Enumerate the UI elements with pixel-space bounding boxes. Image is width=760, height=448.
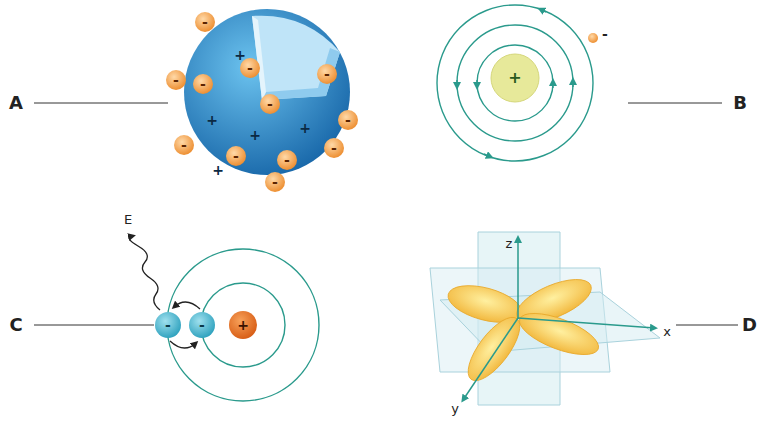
axis-label: y [451, 402, 459, 415]
charge-sign: - [602, 27, 608, 41]
charge-sign: - [181, 138, 187, 152]
charge-sign: - [267, 97, 273, 111]
charge-sign: + [237, 318, 249, 332]
charge-sign: - [202, 15, 208, 29]
orbital-model [430, 232, 660, 405]
charge-sign: - [199, 318, 205, 332]
part-letter: A [9, 94, 23, 112]
charge-sign: + [249, 128, 261, 142]
part-letter: D [742, 316, 757, 334]
charge-sign: + [299, 121, 311, 135]
charge-sign: + [508, 70, 521, 86]
axis-label: x [663, 325, 671, 338]
charge-sign: + [206, 113, 218, 127]
bohr-model [129, 236, 319, 401]
charge-sign: - [200, 77, 206, 91]
charge-sign: - [165, 318, 171, 332]
charge-sign: + [234, 48, 246, 62]
charge-sign: - [247, 61, 253, 75]
thomson-model [166, 9, 358, 192]
photon-energy-label: E [124, 213, 132, 226]
part-letter: C [9, 316, 22, 334]
part-letter: B [733, 94, 747, 112]
charge-sign: - [324, 67, 330, 81]
charge-sign: - [345, 113, 351, 127]
axis-label: z [506, 237, 513, 250]
rutherford-model [437, 5, 598, 161]
charge-sign: + [212, 163, 224, 177]
charge-sign: - [272, 175, 278, 189]
charge-sign: - [233, 149, 239, 163]
charge-sign: - [284, 153, 290, 167]
charge-sign: - [173, 73, 179, 87]
charge-sign: - [331, 141, 337, 155]
leader-lines [34, 103, 738, 325]
